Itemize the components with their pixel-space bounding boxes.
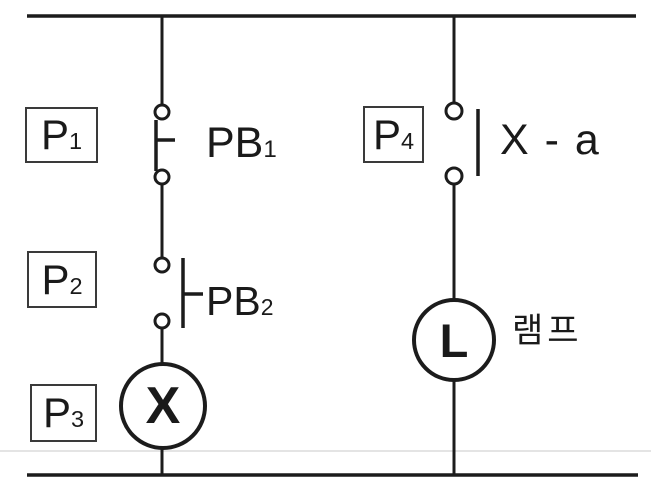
tag-box-p2: P2 (27, 251, 97, 308)
tag-p4-text: P4 (372, 110, 415, 158)
pb2-top-terminal (153, 256, 171, 274)
x-a-contact-label: X - a (500, 116, 601, 164)
pb1-label: PB1 (206, 119, 277, 167)
tag-p2-text: P2 (41, 255, 83, 303)
relay-coil-letter: X (145, 377, 181, 435)
lamp-circle (412, 298, 496, 382)
xa-top-terminal (444, 101, 464, 121)
tag-box-p1: P1 (25, 107, 98, 163)
tag-box-p3: P3 (30, 384, 97, 442)
tag-p1-text: P1 (40, 111, 83, 158)
lamp-letter: L (439, 313, 469, 367)
xa-bottom-terminal (444, 166, 464, 186)
pb1-nc-pushbutton-symbol (153, 103, 175, 186)
pb2-bottom-terminal (153, 312, 171, 330)
tag-p3-text: P3 (42, 389, 85, 436)
tag-box-p4: P4 (363, 106, 424, 163)
pb1-bottom-terminal (153, 168, 171, 186)
x-a-no-contact-symbol (444, 101, 480, 186)
pb2-no-pushbutton-symbol (153, 256, 203, 330)
lamp-caption-korean: 램프 (512, 312, 583, 350)
pb1-top-terminal (153, 103, 171, 121)
pb2-label: PB2 (206, 278, 274, 324)
relay-coil-circle (119, 362, 207, 450)
